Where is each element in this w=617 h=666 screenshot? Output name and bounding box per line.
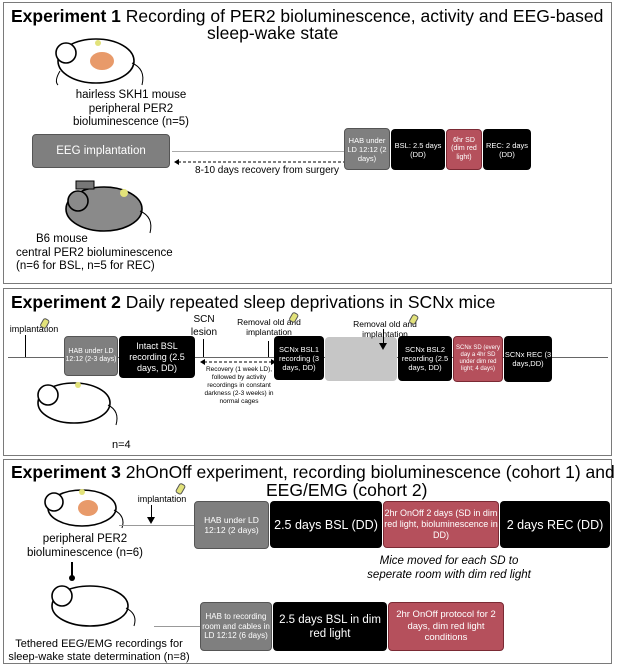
experiment-2-title: Experiment 2 Daily repeated sleep depriv… bbox=[11, 292, 495, 312]
implant-icon-3 bbox=[409, 314, 419, 325]
intact-bsl-box: Intact BSL recording (2.5 days, DD) bbox=[119, 336, 195, 378]
experiment-2-label: Experiment 2 bbox=[11, 292, 121, 312]
removal2-arrowhead bbox=[379, 343, 387, 350]
hairless-mouse-icon bbox=[55, 38, 144, 86]
tethered-mouse-icon bbox=[51, 562, 136, 627]
experiment-1-label: Experiment 1 bbox=[11, 6, 121, 26]
exp3-implant-icon bbox=[175, 483, 186, 495]
experiment-1-heading: Recording of PER2 bioluminescence, activ… bbox=[120, 6, 604, 26]
scnx-sd-box: SCNx SD (every day a 4hr SD under dim re… bbox=[453, 336, 503, 382]
experiment-1-title-line2: sleep-wake state bbox=[207, 23, 339, 43]
implant-icon-2 bbox=[289, 312, 299, 323]
scnx-rec-box: SCNx REC (3 days,DD) bbox=[504, 336, 552, 382]
implantation-label: implantation bbox=[9, 324, 59, 334]
experiment-1-panel: Experiment 1 Recording of PER2 biolumine… bbox=[3, 2, 612, 284]
experiment-3-title: Experiment 3 2hOnOff experiment, recordi… bbox=[11, 462, 615, 482]
exp3-timeline-1 bbox=[119, 525, 197, 526]
removal2-tick bbox=[383, 329, 384, 343]
exp3-implantation-tick bbox=[151, 505, 152, 517]
implant-icon bbox=[40, 318, 50, 329]
experiment-2-panel: Experiment 2 Daily repeated sleep depriv… bbox=[3, 288, 612, 456]
implantation-tick bbox=[25, 335, 26, 357]
experiment-3-panel: Experiment 3 2hOnOff experiment, recordi… bbox=[3, 459, 615, 664]
experiment-3-title-line2: EEG/EMG (cohort 2) bbox=[266, 480, 428, 500]
exp2-recovery-arrow bbox=[200, 359, 276, 365]
exp3-rec1-box: 2 days REC (DD) bbox=[500, 501, 610, 548]
b6-mouse-icon bbox=[65, 180, 152, 234]
recovery-arrow bbox=[174, 159, 350, 165]
hab-box: HAB under LD 12:12 (2 days) bbox=[344, 128, 390, 170]
exp3-onoff1-box: 2hr OnOff 2 days (SD in dim red light, b… bbox=[383, 501, 499, 548]
scnx-bsl2-box: SCNx BSL2 recording (2.5 days, DD) bbox=[398, 336, 452, 381]
experiment-1-title: Experiment 1 Recording of PER2 biolumine… bbox=[11, 6, 603, 26]
exp3-bsl1-box: 2.5 days BSL (DD) bbox=[270, 501, 382, 548]
exp3-implantation-label: implantation bbox=[137, 494, 187, 504]
exp2-recovery-label: Recovery (1 week LD), followed by activi… bbox=[204, 366, 274, 405]
recovery-label: 8-10 days recovery from surgery bbox=[195, 165, 339, 176]
experiment-3-heading: 2hOnOff experiment, recording biolumines… bbox=[120, 462, 615, 482]
scn-lesion-tick bbox=[203, 339, 204, 357]
eeg-implantation-box: EEG implantation bbox=[32, 134, 170, 168]
timeline-line bbox=[172, 151, 346, 152]
exp2-n-label: n=4 bbox=[112, 439, 131, 451]
exp3-bsl2-box: 2.5 days BSL in dim red light bbox=[273, 602, 387, 651]
rec-box: REC: 2 days (DD) bbox=[483, 129, 531, 170]
exp3-hairless-mouse-icon bbox=[44, 489, 124, 529]
exp3-hab1-box: HAB under LD 12:12 (2 days) bbox=[194, 501, 269, 549]
exp3-onoff2-box: 2hr OnOff protocol for 2 days, dim red l… bbox=[388, 602, 504, 651]
exp3-timeline-2 bbox=[154, 626, 202, 627]
sd-box: 6hr SD (dim red light) bbox=[446, 129, 482, 170]
scnx-bsl1-box: SCNx BSL1 recording (3 days, DD) bbox=[274, 336, 324, 380]
bsl-box: BSL: 2.5 days (DD) bbox=[391, 129, 445, 170]
experiment-3-label: Experiment 3 bbox=[11, 462, 121, 482]
exp2-mouse-icon bbox=[37, 382, 118, 426]
exp3-hab2-box: HAB to recording room and cables in LD 1… bbox=[200, 602, 272, 651]
experiment-2-heading: Daily repeated sleep deprivations in SCN… bbox=[120, 292, 496, 312]
removal1-tick bbox=[268, 341, 269, 357]
exp3-implantation-arrowhead bbox=[147, 517, 155, 524]
exp2-hab-box: HAB under LD 12:12 (2-3 days) bbox=[64, 336, 118, 376]
